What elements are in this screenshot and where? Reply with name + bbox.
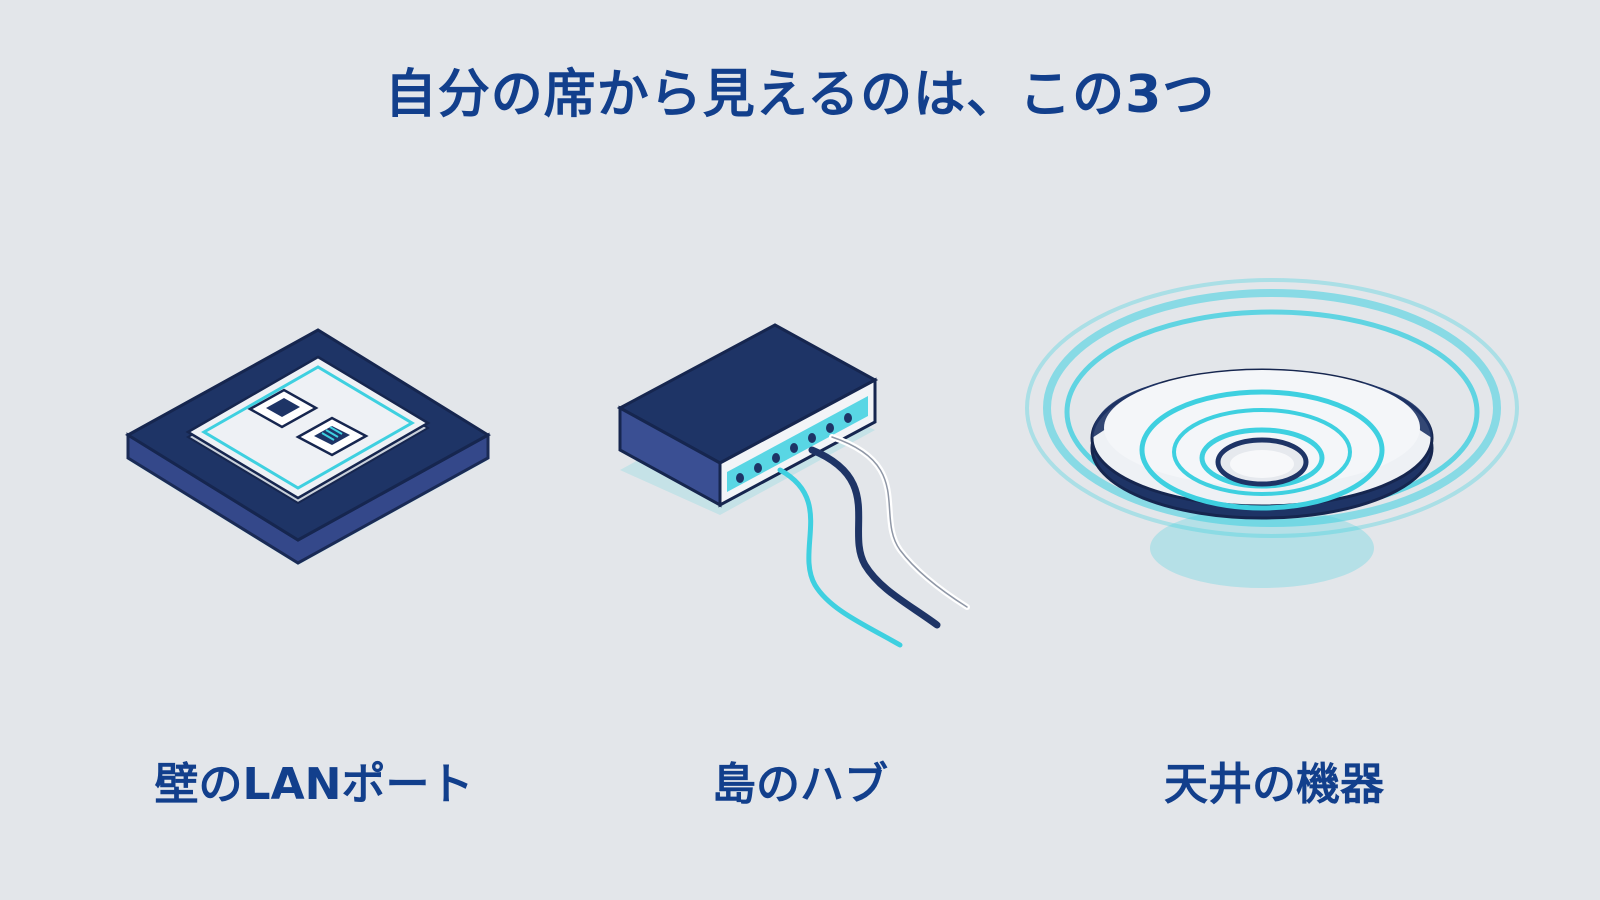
- faceplate-top: [185, 355, 431, 500]
- caption-ceiling-device: 天井の機器: [1164, 759, 1384, 810]
- network-hub-icon: [616, 323, 970, 648]
- ceiling-access-point-icon: [1025, 278, 1519, 588]
- caption-wall-lan-port: 壁のLANポート: [154, 759, 474, 810]
- page-title: 自分の席から見えるのは、この3つ: [384, 65, 1216, 125]
- cable-navy: [808, 446, 941, 629]
- faceplate-glow-ring: [201, 365, 415, 490]
- wall-lan-port-icon: [125, 328, 491, 565]
- caption-hub: 島のハブ: [712, 759, 888, 810]
- port-strip: [727, 396, 868, 492]
- cable-cyan: [777, 467, 903, 648]
- cable-white: [829, 434, 970, 610]
